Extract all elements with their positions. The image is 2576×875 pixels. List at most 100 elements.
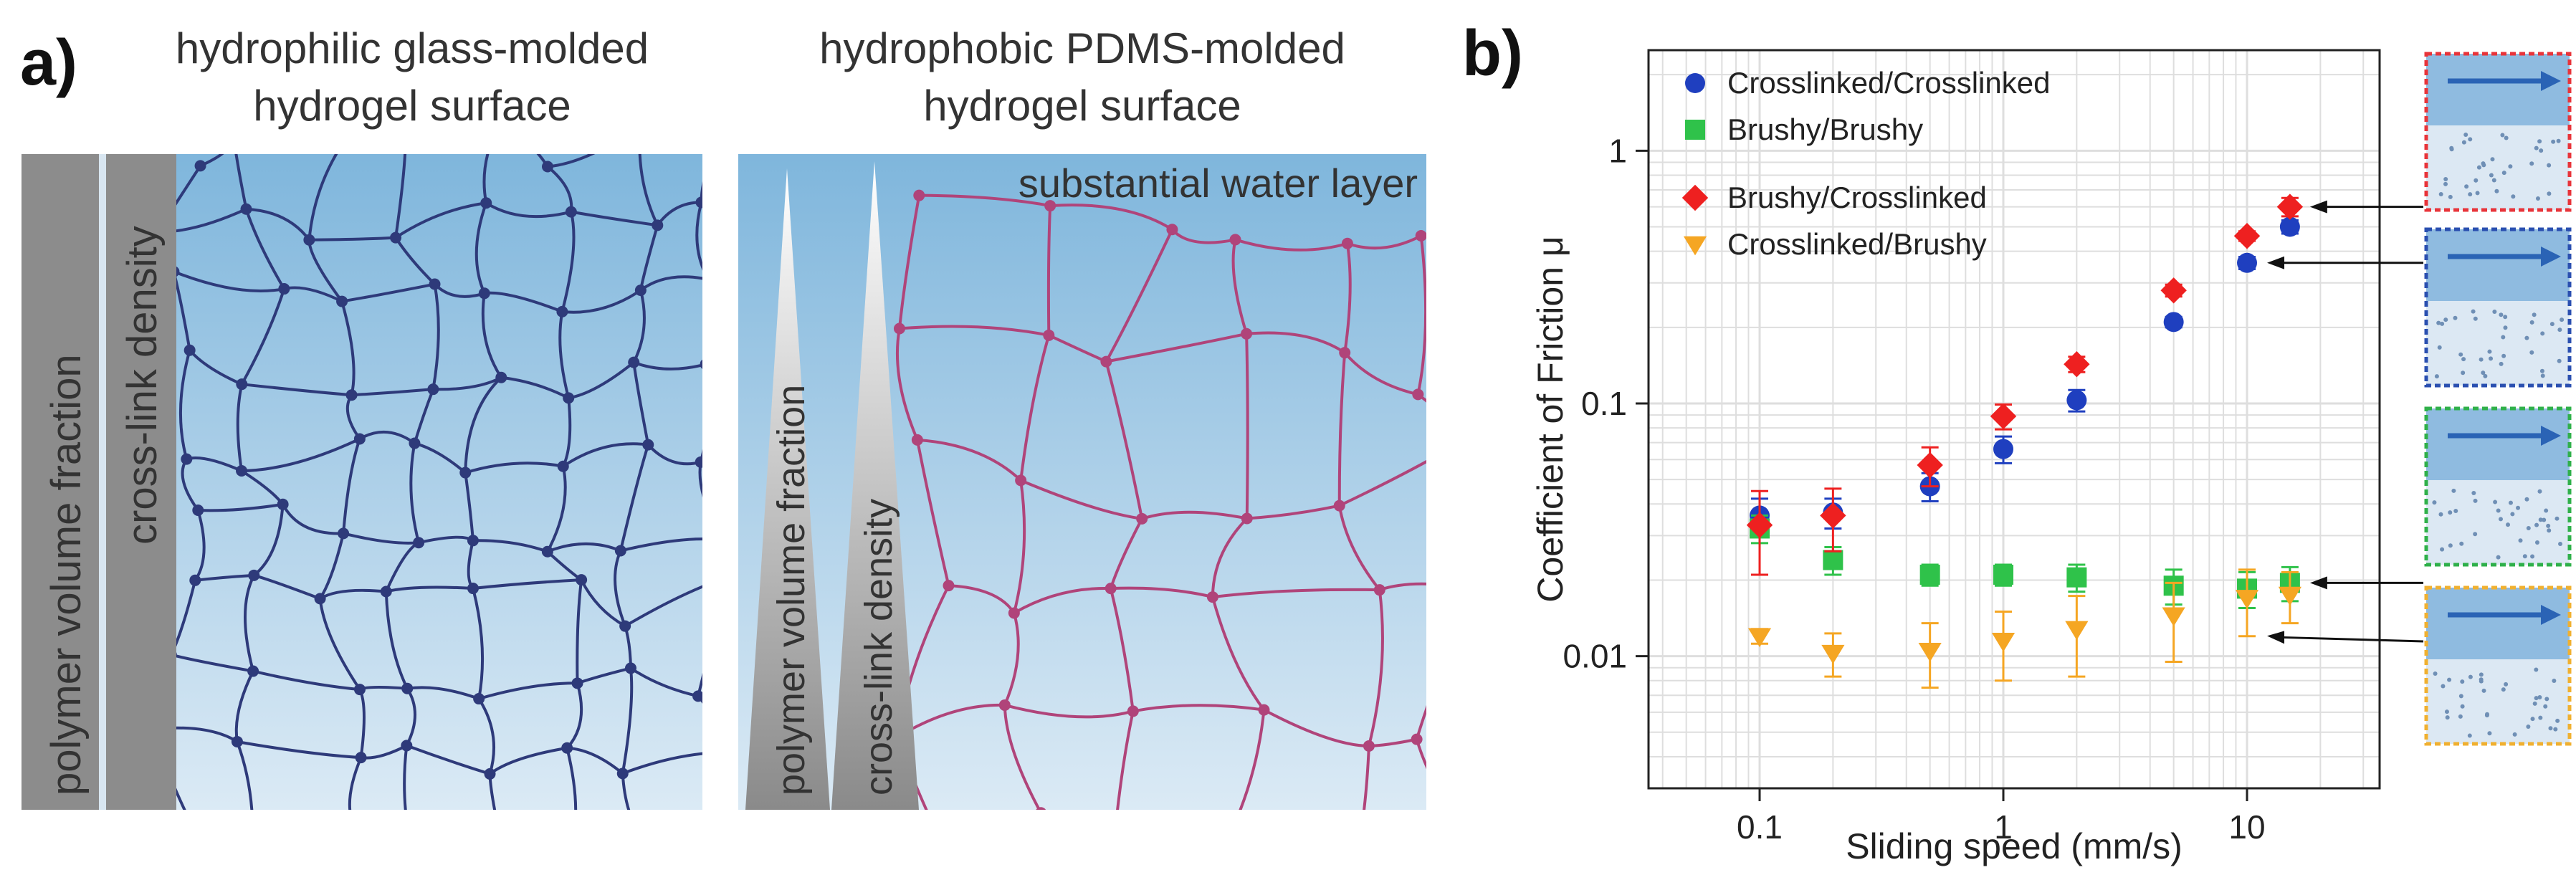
crosslink-node [1341, 237, 1353, 249]
right-wedge1-label: polymer volume fraction [770, 385, 813, 795]
crosslink-node [336, 295, 348, 307]
crosslink-node [943, 580, 955, 592]
polymer-chain [1141, 510, 1248, 520]
inset-texture [2547, 191, 2552, 196]
x-tick-label: 10 [2228, 808, 2265, 846]
polymer-chain [695, 201, 702, 271]
crosslink-node [1105, 583, 1117, 595]
inset-texture [2438, 512, 2443, 517]
polymer-chain [571, 210, 658, 227]
polymer-chain [639, 275, 702, 292]
crosslink-node [400, 138, 411, 149]
polymer-chain [1212, 588, 1380, 599]
crosslink-node [478, 287, 490, 300]
polymer-chain [307, 154, 338, 240]
inset-texture [2534, 667, 2539, 672]
inset-texture [2484, 713, 2489, 718]
polymer-chain [240, 288, 286, 386]
left-bar-divider [99, 154, 106, 810]
inset-lower-layer [2426, 301, 2570, 386]
data-point [2064, 350, 2090, 378]
polymer-chain [384, 591, 409, 689]
crosslink-node [429, 278, 441, 290]
inset-texture [2500, 133, 2505, 138]
data-point [1993, 439, 2014, 459]
crosslink-node [401, 682, 414, 694]
inset-texture [2436, 320, 2441, 325]
data-point [1747, 628, 1772, 648]
crosslink-node [1166, 224, 1178, 236]
legend-marker [1683, 236, 1707, 256]
polymer-chain [948, 584, 1016, 614]
y-tick-label: 0.01 [1563, 638, 1627, 675]
inset-texture [2460, 679, 2465, 684]
crosslink-node [695, 456, 702, 468]
inset-texture [2553, 727, 2558, 732]
legend-marker [1681, 184, 1709, 211]
inset-texture [2440, 547, 2445, 552]
polymer-chain [629, 666, 699, 698]
polymer-chain [698, 462, 702, 498]
inset-texture [2447, 677, 2452, 682]
inset-blue [2424, 227, 2572, 388]
chart-grid [1649, 50, 2380, 789]
polymer-chain [651, 806, 718, 846]
data-point [1918, 642, 1942, 662]
crosslink-node [695, 196, 702, 209]
crosslink-node [278, 283, 290, 295]
right-wedge2-label: cross-link density [857, 499, 900, 795]
inset-texture [2448, 510, 2453, 515]
inset-texture [2524, 335, 2529, 340]
polymer-chain [1105, 229, 1174, 363]
polymer-chain [1246, 331, 1346, 354]
inset-texture [2434, 374, 2439, 379]
polymer-chain [558, 311, 571, 398]
crosslink-node [1350, 856, 1361, 867]
inset-texture [2560, 317, 2565, 322]
crosslink-node [717, 535, 729, 546]
left-polymer-network [148, 138, 734, 856]
inset-texture [2508, 500, 2513, 505]
inset-texture [2539, 368, 2544, 373]
inset-texture [2526, 725, 2531, 730]
polymer-chain [1231, 239, 1249, 335]
inset-texture [2451, 488, 2456, 493]
crosslink-node [624, 662, 636, 674]
inset-texture [2496, 508, 2501, 513]
polymer-chain [562, 442, 649, 468]
left-bar2-label: cross-link density [119, 226, 166, 545]
crosslink-node [1043, 329, 1055, 341]
polymer-chain [1415, 739, 1426, 770]
data-point [1917, 451, 1943, 479]
inset-texture [2538, 715, 2543, 720]
inset-texture [2461, 357, 2466, 362]
crosslink-node [240, 203, 252, 215]
inset-motion-arrowhead [2541, 71, 2561, 91]
polymer-chain [620, 537, 702, 553]
inset-texture [2544, 697, 2549, 702]
inset-texture [2554, 516, 2560, 521]
crosslink-node [355, 752, 367, 764]
inset-texture [2543, 704, 2548, 709]
crosslink-node [236, 465, 248, 477]
polymer-chain [1263, 708, 1369, 747]
crosslink-node [497, 845, 509, 856]
inset-texture [2547, 163, 2552, 168]
crosslink-node [247, 665, 259, 677]
polymer-chain [394, 201, 487, 239]
crosslink-node [348, 818, 359, 830]
inset-texture [2448, 194, 2453, 199]
polymer-chain [1246, 504, 1340, 520]
inset-texture [2524, 497, 2529, 502]
legend-marker [1685, 120, 1705, 140]
crosslink-node [616, 768, 629, 780]
polymer-chain [178, 350, 191, 460]
crosslink-node [1008, 607, 1020, 619]
inset-texture [2516, 505, 2521, 510]
crosslink-node [722, 571, 734, 583]
right-title-line2: hydrogel surface [923, 82, 1241, 130]
crosslink-node [484, 768, 496, 780]
polymer-chain [1347, 234, 1422, 250]
data-point [2162, 607, 2185, 627]
polymer-chain [252, 824, 353, 854]
